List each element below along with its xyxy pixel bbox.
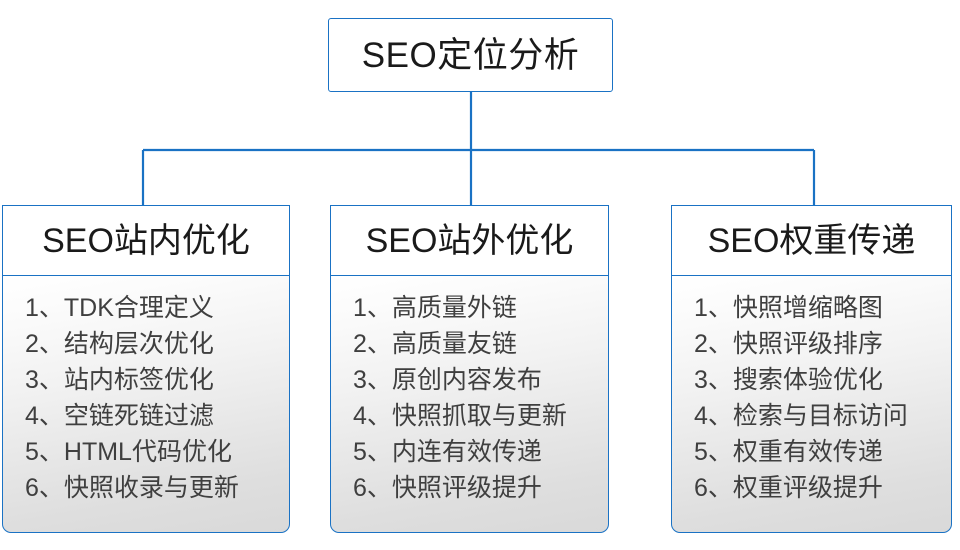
list-item-index: 1、 [353,294,392,323]
branch-body-2: 1、 高质量外链 2、 高质量友链 3、 原创内容发布 4、 快照抓取与更新 5… [330,275,609,534]
list-item-text: 搜索体验优化 [732,366,883,395]
list-item-text: 快照收录与更新 [63,474,239,503]
list-item[interactable]: 1、 快照增缩略图 [672,290,951,326]
list-item-text: 高质量友链 [391,330,517,359]
list-item-index: 2、 [25,330,64,359]
root-node[interactable]: SEO定位分析 [328,18,613,92]
branch-body-3: 1、 快照增缩略图 2、 快照评级排序 3、 搜索体验优化 4、 检索与目标访问… [671,275,952,534]
list-item-text: 权重评级提升 [732,474,883,503]
branch-body-1: 1、 TDK合理定义 2、 结构层次优化 3、 站内标签优化 4、 空链死链过滤… [2,275,290,534]
list-item[interactable]: 2、 结构层次优化 [3,326,289,362]
list-item-index: 4、 [25,402,64,431]
list-item-index: 1、 [694,294,733,323]
branch-header-1[interactable]: SEO站内优化 [2,205,290,277]
list-item[interactable]: 1、 高质量外链 [331,290,608,326]
list-item-index: 6、 [25,474,64,503]
list-item-index: 5、 [353,438,392,467]
branch-header-label-2: SEO站外优化 [365,222,574,260]
list-item[interactable]: 5、 内连有效传递 [331,434,608,470]
list-item-index: 4、 [353,402,392,431]
list-item[interactable]: 6、 权重评级提升 [672,470,951,506]
list-item[interactable]: 3、 站内标签优化 [3,362,289,398]
list-item-index: 5、 [694,438,733,467]
list-item-text: 内连有效传递 [391,438,542,467]
list-item[interactable]: 5、 权重有效传递 [672,434,951,470]
list-item[interactable]: 4、 检索与目标访问 [672,398,951,434]
list-item[interactable]: 6、 快照收录与更新 [3,470,289,506]
list-item[interactable]: 2、 高质量友链 [331,326,608,362]
list-item[interactable]: 4、 空链死链过滤 [3,398,289,434]
list-item-text: 快照评级提升 [391,474,542,503]
item-list-3: 1、 快照增缩略图 2、 快照评级排序 3、 搜索体验优化 4、 检索与目标访问… [672,290,951,506]
list-item[interactable]: 6、 快照评级提升 [331,470,608,506]
list-item-index: 1、 [25,294,64,323]
list-item[interactable]: 5、 HTML代码优化 [3,434,289,470]
list-item[interactable]: 3、 原创内容发布 [331,362,608,398]
list-item-index: 3、 [25,366,64,395]
list-item-text: TDK合理定义 [63,294,214,323]
list-item-text: 权重有效传递 [732,438,883,467]
branch-header-3[interactable]: SEO权重传递 [671,205,952,277]
list-item-text: 高质量外链 [391,294,517,323]
list-item-text: 结构层次优化 [63,330,214,359]
branch-column-2: SEO站外优化 1、 高质量外链 2、 高质量友链 3、 原创内容发布 4、 快 [330,205,609,535]
item-list-1: 1、 TDK合理定义 2、 结构层次优化 3、 站内标签优化 4、 空链死链过滤… [3,290,289,506]
list-item[interactable]: 1、 TDK合理定义 [3,290,289,326]
list-item-index: 3、 [694,366,733,395]
list-item-index: 2、 [694,330,733,359]
list-item-text: 快照评级排序 [732,330,883,359]
branch-column-3: SEO权重传递 1、 快照增缩略图 2、 快照评级排序 3、 搜索体验优化 4、 [671,205,952,535]
root-node-label: SEO定位分析 [361,35,580,75]
item-list-2: 1、 高质量外链 2、 高质量友链 3、 原创内容发布 4、 快照抓取与更新 5… [331,290,608,506]
list-item-index: 3、 [353,366,392,395]
list-item-text: 检索与目标访问 [732,402,908,431]
list-item-text: 快照增缩略图 [732,294,883,323]
branch-header-label-1: SEO站内优化 [42,222,250,260]
branch-header-2[interactable]: SEO站外优化 [330,205,609,277]
list-item-index: 6、 [694,474,733,503]
list-item[interactable]: 3、 搜索体验优化 [672,362,951,398]
list-item-text: 空链死链过滤 [63,402,214,431]
list-item-index: 4、 [694,402,733,431]
branch-column-1: SEO站内优化 1、 TDK合理定义 2、 结构层次优化 3、 站内标签优化 4… [2,205,290,535]
list-item-text: 快照抓取与更新 [391,402,567,431]
list-item-index: 5、 [25,438,64,467]
list-item-text: HTML代码优化 [63,438,232,467]
list-item-index: 6、 [353,474,392,503]
branch-header-label-3: SEO权重传递 [707,222,916,260]
list-item[interactable]: 2、 快照评级排序 [672,326,951,362]
list-item-text: 原创内容发布 [391,366,542,395]
list-item-index: 2、 [353,330,392,359]
list-item-text: 站内标签优化 [63,366,214,395]
list-item[interactable]: 4、 快照抓取与更新 [331,398,608,434]
